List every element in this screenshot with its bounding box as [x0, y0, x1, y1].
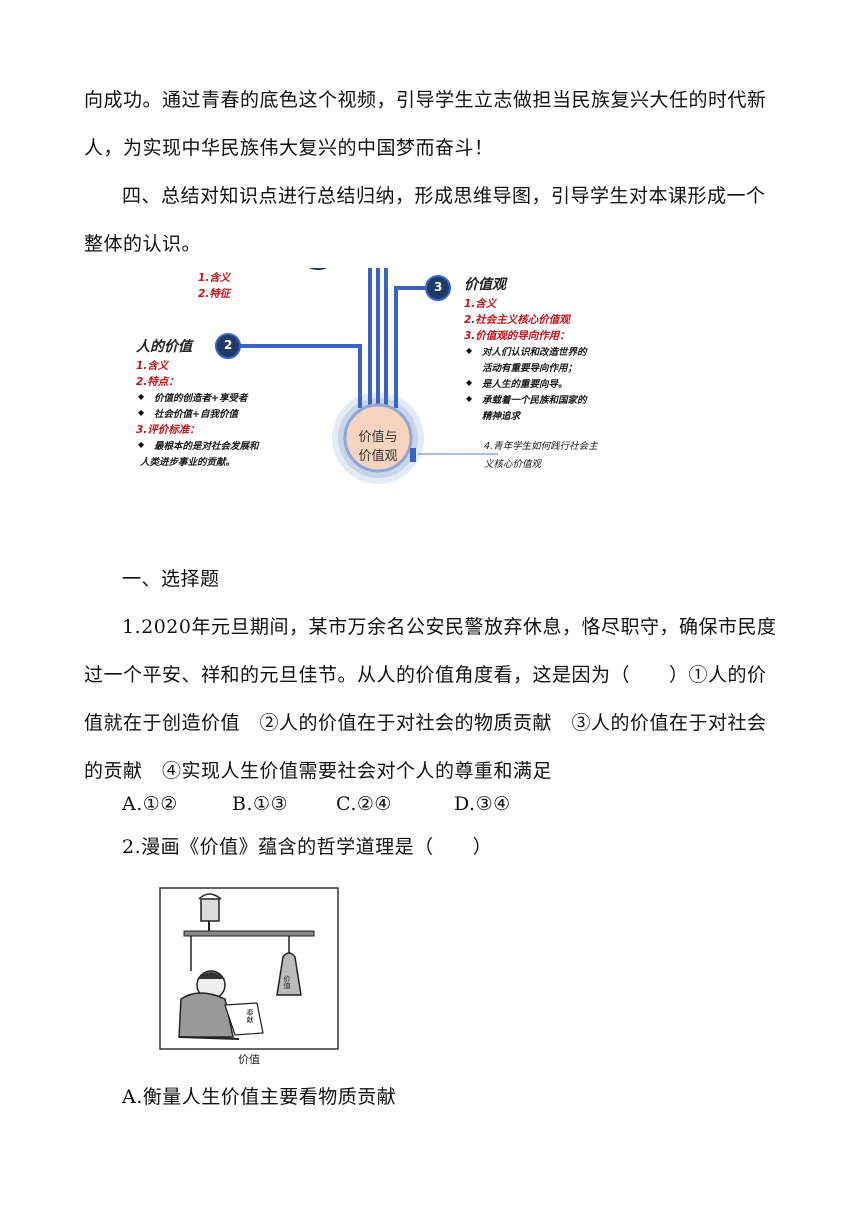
node-2-features: 2.特点：: [136, 376, 179, 388]
question-2: 2.漫画《价值》蕴含的哲学道理是（ ）: [122, 836, 493, 858]
section-title: 一、选择题: [122, 568, 220, 590]
node-3-core-values: 2.社会主义核心价值观: [464, 314, 570, 326]
bullet-icon: ◆: [466, 394, 473, 403]
node-2-criteria-a-2: 人类进步事业的贡献。: [140, 457, 236, 468]
node-3-title: 价值观: [464, 277, 506, 293]
paper-label: 奉献: [246, 1009, 254, 1023]
node-3-guide-b: 是人生的重要向导。: [482, 379, 568, 390]
option-d: D.③④: [454, 793, 511, 815]
bullet-icon: ◆: [138, 408, 145, 417]
top-item-features: 2.特征: [198, 288, 231, 300]
bullet-icon: ◆: [466, 378, 473, 387]
cartoon-drawing: [159, 887, 339, 1050]
mind-map-lines: [215, 268, 498, 484]
bullet-icon: ◆: [138, 392, 145, 401]
question-1: 1.2020年元旦期间，某市万余名公安民警放弃休息，恪尽职守，确保市民度过一个平…: [84, 616, 777, 782]
question-2-option-a: A.衡量人生价值主要看物质贡献: [122, 1086, 397, 1108]
node-3-guide-c-2: 精神追求: [482, 411, 521, 422]
node-3-guide-a-1: 对人们认识和改造世界的: [482, 347, 587, 358]
node-2-title: 人的价值: [136, 339, 192, 355]
bullet-icon: ◆: [138, 440, 145, 449]
node-3-youth-2: 义核心价值观: [484, 459, 542, 470]
node-3-youth-1: 4.青年学生如何践行社会主: [484, 441, 598, 452]
mind-map-figure: 1.含义 2.特征 2 人的价值 1.含义 2.特点： ◆ 价值的创造者+享受者…: [128, 268, 658, 496]
node-2-criteria: 3.评价标准：: [136, 424, 200, 436]
center-label-line-1: 价值与: [358, 430, 398, 445]
cartoon-value-image: 价值 奉献 价值: [159, 887, 339, 1069]
option-a: A.①②: [122, 793, 178, 815]
node-2-feature-b: 社会价值+自我价值: [154, 409, 238, 420]
center-label-line-2: 价值观: [358, 449, 398, 464]
node-3-meaning: 1.含义: [464, 298, 497, 310]
node-2-criteria-a-1: 最根本的是对社会发展和: [154, 441, 259, 452]
node-3-guide: 3.价值观的导向作用：: [464, 330, 570, 342]
paragraph-summary: 四、总结对知识点进行总结归纳，形成思维导图，引导学生对本课形成一个整体的认识。: [84, 185, 766, 255]
cartoon-caption: 价值: [238, 1053, 260, 1066]
paragraph-video-summary: 向成功。通过青春的底色这个视频，引导学生立志做担当民族复兴大任的时代新人，为实现…: [84, 89, 767, 159]
weight-label: 价值: [283, 975, 291, 989]
node-2-meaning: 1.含义: [136, 360, 169, 372]
node-2-number: 2: [224, 338, 233, 352]
top-item-meaning: 1.含义: [198, 272, 231, 284]
node-3-number: 3: [434, 280, 443, 294]
node-2-feature-a: 价值的创造者+享受者: [154, 393, 248, 404]
center-node-label: 价值与 价值观: [346, 428, 410, 466]
bullet-icon: ◆: [466, 346, 473, 355]
node-3-guide-a-2: 活动有重要导向作用；: [482, 363, 578, 374]
option-b: B.①③: [232, 793, 289, 815]
node-3-guide-c-1: 承载着一个民族和国家的: [482, 395, 587, 406]
option-c: C.②④: [336, 793, 392, 815]
